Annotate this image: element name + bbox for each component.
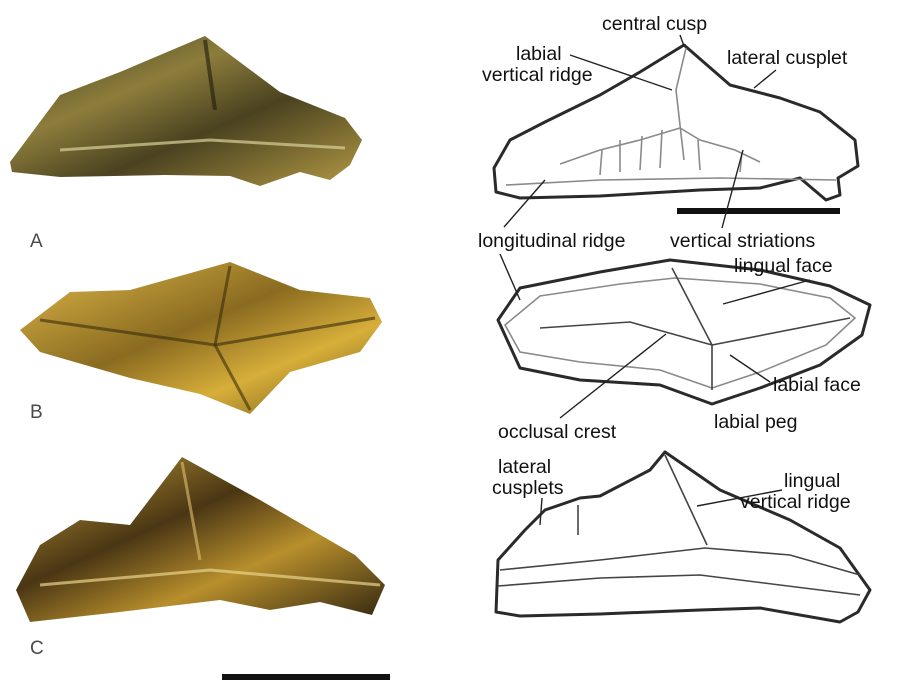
leader-central-cusp — [680, 35, 684, 46]
label-labial-face: labial face — [773, 374, 861, 396]
label-lateral-1: lateral — [498, 456, 551, 478]
label-lingual-1: lingual — [784, 470, 840, 492]
label-longitudinal-ridge: longitudinal ridge — [478, 230, 625, 252]
panel-label-a: A — [30, 231, 43, 252]
leader-labial-face — [730, 355, 770, 382]
leader-occlusal-crest — [560, 334, 666, 418]
label-lateral-cusplet: lateral cusplet — [727, 47, 848, 69]
panel-label-c: C — [30, 638, 44, 659]
photo-a — [10, 36, 362, 186]
label-labial-1: labial — [516, 43, 562, 65]
label-vertical-striations: vertical striations — [670, 230, 815, 252]
label-labial-2: vertical ridge — [482, 64, 593, 86]
label-lateral-2: cusplets — [492, 477, 564, 499]
leader-lateral-cusplet — [754, 70, 776, 88]
photo-b — [20, 262, 382, 414]
leader-longitudinal-ridge-a — [504, 180, 545, 227]
photo-c — [16, 457, 385, 622]
label-lingual-face: lingual face — [734, 255, 833, 277]
label-occlusal-crest: occlusal crest — [498, 421, 617, 443]
leader-longitudinal-ridge-b — [500, 254, 520, 300]
panel-label-b: B — [30, 402, 43, 423]
label-central-cusp: central cusp — [602, 13, 707, 35]
leader-lateral-cusplets — [540, 498, 542, 525]
label-labial-peg: labial peg — [714, 411, 797, 433]
